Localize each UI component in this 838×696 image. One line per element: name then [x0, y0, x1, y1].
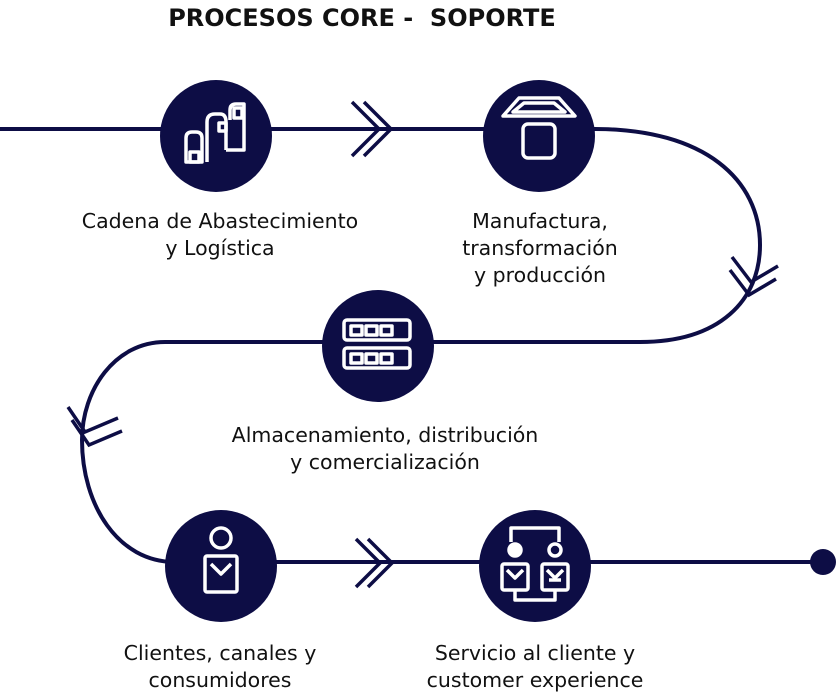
step-label-line: y comercialización	[290, 450, 480, 474]
customer-service-icon	[500, 526, 570, 602]
step-label-line: Manufactura,	[472, 209, 608, 233]
step-label-line: Cadena de Abastecimiento	[81, 209, 359, 233]
step-label-line: y Logística	[165, 236, 275, 260]
step-label-warehouse: Almacenamiento, distribución y comercial…	[160, 422, 610, 476]
supply-chain-icon	[184, 102, 246, 164]
step-node-warehouse	[322, 290, 434, 402]
step-node-customers	[165, 510, 277, 622]
flow-line	[0, 127, 825, 564]
diagram-title: PROCESOS CORE - SOPORTE	[168, 4, 556, 32]
customer-person-icon	[203, 526, 239, 594]
step-node-customer-service	[479, 510, 591, 622]
end-point-dot	[810, 549, 836, 575]
step-label-line: transformación	[462, 236, 618, 260]
step-label-supply-chain: Cadena de Abastecimiento y Logística	[20, 208, 420, 262]
step-label-line: consumidores	[148, 668, 292, 692]
double-chevron-right-icon	[354, 537, 395, 589]
double-chevron-right-icon	[350, 100, 394, 158]
step-node-manufacturing	[483, 80, 595, 192]
double-chevron-down-icon	[728, 255, 779, 298]
step-label-line: Clientes, canales y	[123, 641, 317, 665]
step-label-line: Servicio al cliente y	[434, 641, 636, 665]
step-node-supply-chain	[160, 80, 272, 192]
step-label-customer-service: Servicio al cliente y customer experienc…	[385, 640, 685, 694]
warehouse-shelves-icon	[342, 318, 412, 370]
step-label-line: customer experience	[426, 668, 644, 692]
step-label-line: y producción	[474, 263, 606, 287]
double-chevron-down-icon	[66, 406, 123, 448]
step-label-line: Almacenamiento, distribución	[231, 423, 539, 447]
step-label-manufacturing: Manufactura, transformación y producción	[390, 208, 690, 289]
manufacturing-press-icon	[501, 96, 577, 160]
step-label-customers: Clientes, canales y consumidores	[80, 640, 360, 694]
